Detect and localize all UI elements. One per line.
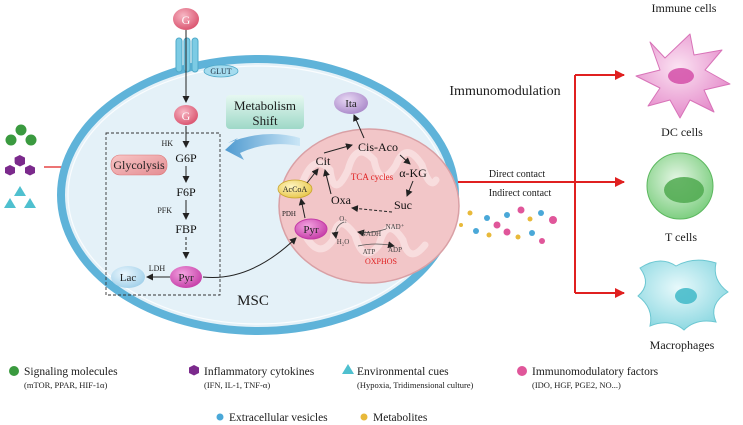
oxphos-label: OXPHOS (365, 257, 397, 266)
legend-signaling-label: Signaling molecules (24, 366, 118, 378)
legend-metabolites-icon (360, 413, 368, 421)
glycolysis-badge (110, 154, 168, 176)
glucose-inside-label: G (182, 109, 191, 123)
water-label: H₂O (337, 238, 350, 246)
pyruvate-mito (294, 218, 328, 240)
nad-label: NAD⁺ (386, 223, 405, 231)
glucose-outside-label: G (182, 13, 191, 27)
legend-environmental: Environmental cues (Hypoxia, Tridimensio… (342, 364, 474, 390)
legend-cytokines: Inflammatory cytokines (IFN, IL-1, TNF-α… (189, 365, 315, 390)
input-stimuli (4, 124, 37, 208)
alpha-kg-label: α-KG (399, 166, 427, 180)
glucose-inside (174, 105, 198, 125)
oxygen-label: O₂ (339, 215, 347, 223)
legend-immunomodulatory-label: Immunomodulatory factors (532, 366, 659, 378)
legend-vesicles-icon (216, 413, 224, 421)
atp-label: ATP (363, 248, 376, 256)
cis-aconitate-label: Cis-Aco (358, 140, 398, 154)
mitochondrion (278, 128, 460, 284)
lactate (111, 266, 145, 288)
legend-environmental-icon (342, 364, 354, 374)
legend-cytokines-sub: (IFN, IL-1, TNF-α) (204, 380, 270, 390)
pyruvate-cytosol (170, 266, 202, 288)
oxaloacetate-label: Oxa (331, 193, 352, 207)
glycolysis-box (105, 132, 221, 296)
shift-line2: Shift (252, 113, 278, 128)
legend-vesicles: Extracellular vesicles (216, 412, 328, 424)
shift-arrow (225, 134, 300, 160)
legend: Signaling molecules (mTOR, PPAR, HIF-1α)… (9, 364, 659, 424)
glut-label: GLUT (210, 67, 231, 76)
legend-signaling: Signaling molecules (mTOR, PPAR, HIF-1α) (9, 366, 118, 390)
legend-signaling-icon (9, 366, 19, 376)
legend-vesicles-label: Extracellular vesicles (229, 412, 328, 424)
direct-contact-label: Direct contact (489, 169, 546, 180)
legend-environmental-label: Environmental cues (357, 366, 449, 378)
immune-cells-title: Immune cells (652, 1, 717, 15)
legend-immunomodulatory-icon (517, 366, 527, 376)
tca-label: TCA cycles (351, 172, 394, 182)
adp-label: ADP (388, 246, 402, 254)
f6p-label: F6P (176, 185, 196, 199)
fbp-label: FBP (175, 222, 197, 236)
itaconate-label: Ita (345, 98, 357, 110)
legend-metabolites: Metabolites (360, 412, 428, 424)
lactate-label: Lac (120, 272, 137, 284)
indirect-contact-label: Indirect contact (489, 188, 552, 199)
legend-immunomodulatory: Immunomodulatory factors (IDO, HGF, PGE2… (517, 366, 659, 390)
legend-immunomodulatory-sub: (IDO, HGF, PGE2, NO...) (532, 380, 621, 390)
glucose-outside (173, 8, 199, 30)
legend-cytokines-label: Inflammatory cytokines (204, 366, 315, 378)
hk-label: HK (161, 139, 173, 148)
shift-line1: Metabolism (234, 98, 296, 113)
nadh-label: NADH (361, 230, 381, 238)
pyruvate-cytosol-label: Pyr (178, 272, 194, 284)
pyruvate-mito-label: Pyr (303, 224, 319, 236)
citrate-label: Cit (316, 154, 331, 168)
ldh-label: LDH (149, 264, 166, 273)
glycolysis-label: Glycolysis (113, 158, 165, 172)
immunomodulation-label: Immunomodulation (449, 84, 560, 99)
acetyl-coa (277, 179, 313, 199)
acetyl-coa-label: AcCoA (283, 185, 308, 194)
pdh-label: PDH (282, 210, 296, 218)
secreted-factors (459, 206, 557, 244)
macrophage-label: Macrophages (650, 338, 715, 352)
itaconate (334, 92, 368, 114)
metabolism-shift-box (226, 95, 304, 129)
legend-metabolites-label: Metabolites (373, 412, 428, 424)
dc-cell-label: DC cells (661, 125, 703, 139)
pfk-label: PFK (157, 206, 172, 215)
t-cell-label: T cells (665, 230, 697, 244)
cell-label: MSC (237, 293, 269, 309)
succinate-label: Suc (394, 198, 412, 212)
g6p-label: G6P (175, 151, 197, 165)
legend-signaling-sub: (mTOR, PPAR, HIF-1α) (24, 380, 108, 390)
legend-environmental-sub: (Hypoxia, Tridimensional culture) (357, 380, 474, 390)
legend-cytokines-icon (189, 365, 199, 376)
